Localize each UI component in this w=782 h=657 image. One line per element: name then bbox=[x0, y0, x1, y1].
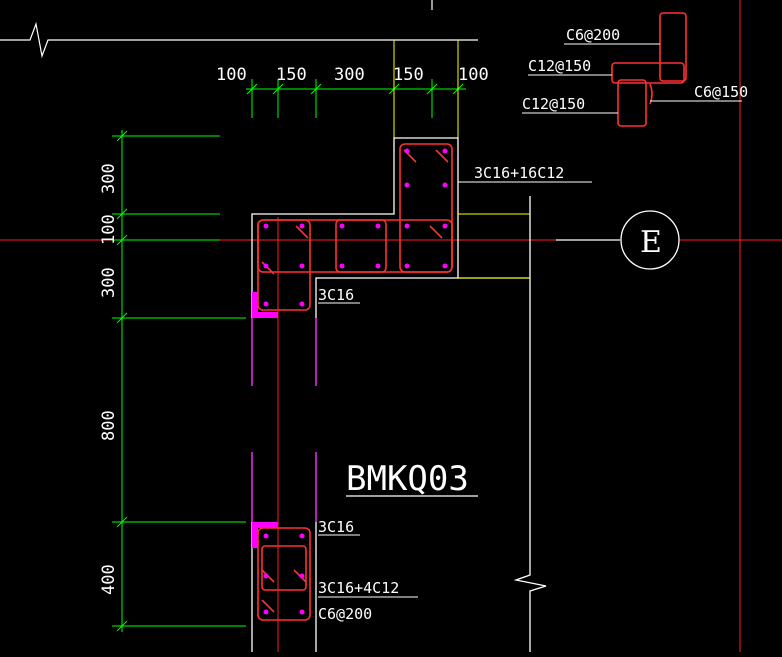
upper-corner-hatch bbox=[252, 292, 278, 318]
break-line-top bbox=[0, 0, 478, 59]
lower-section-bars bbox=[263, 533, 305, 615]
top-dim-5: 100 bbox=[458, 65, 489, 85]
left-dim-2: 100 bbox=[99, 214, 119, 245]
wall-leader-lines bbox=[393, 40, 459, 138]
callout-main-corner: 3C16+16C12 bbox=[474, 164, 564, 182]
callout-leaders bbox=[318, 181, 592, 598]
callout-upper-end-bar: 3C16 bbox=[318, 286, 354, 304]
lower-corner-hatch bbox=[252, 522, 278, 548]
wall-continuation-hatch bbox=[251, 318, 317, 522]
legend-detail-rebar bbox=[611, 12, 687, 127]
axis-bubble bbox=[620, 210, 680, 270]
top-dim-2: 150 bbox=[276, 65, 307, 85]
lower-section-rebar bbox=[257, 527, 311, 621]
axis-bubble-label: E bbox=[640, 225, 662, 260]
top-dim-1: 100 bbox=[216, 65, 247, 85]
section-title: BMKQ03 bbox=[346, 459, 469, 499]
top-dimension-labels: 100 150 300 150 100 bbox=[216, 65, 489, 85]
top-dim-3: 300 bbox=[334, 65, 365, 85]
left-dim-1: 300 bbox=[99, 163, 119, 194]
callout-lower-end-bar: 3C16 bbox=[318, 518, 354, 536]
upper-section-rebar bbox=[257, 143, 453, 311]
callout-lower-section: 3C16+4C12 bbox=[318, 579, 399, 597]
legend-leaders bbox=[522, 43, 742, 114]
callout-lower-tie: C6@200 bbox=[318, 605, 372, 623]
upper-section-bars bbox=[263, 148, 448, 307]
left-dim-4: 800 bbox=[99, 410, 119, 441]
left-dim-3: 300 bbox=[99, 267, 119, 298]
legend-top-tie: C6@200 bbox=[566, 26, 620, 44]
yellow-guides bbox=[458, 213, 530, 279]
left-dimension-chain bbox=[112, 130, 246, 632]
legend-horizontal-bar-1: C12@150 bbox=[528, 57, 591, 75]
legend-horizontal-bar-2: C12@150 bbox=[522, 95, 585, 113]
wall-outline bbox=[251, 137, 620, 652]
left-dim-5: 400 bbox=[99, 564, 119, 595]
top-dim-4: 150 bbox=[393, 65, 424, 85]
left-dimension-labels: 300 100 300 800 400 bbox=[99, 163, 119, 595]
legend-right-tie: C6@150 bbox=[694, 83, 748, 101]
